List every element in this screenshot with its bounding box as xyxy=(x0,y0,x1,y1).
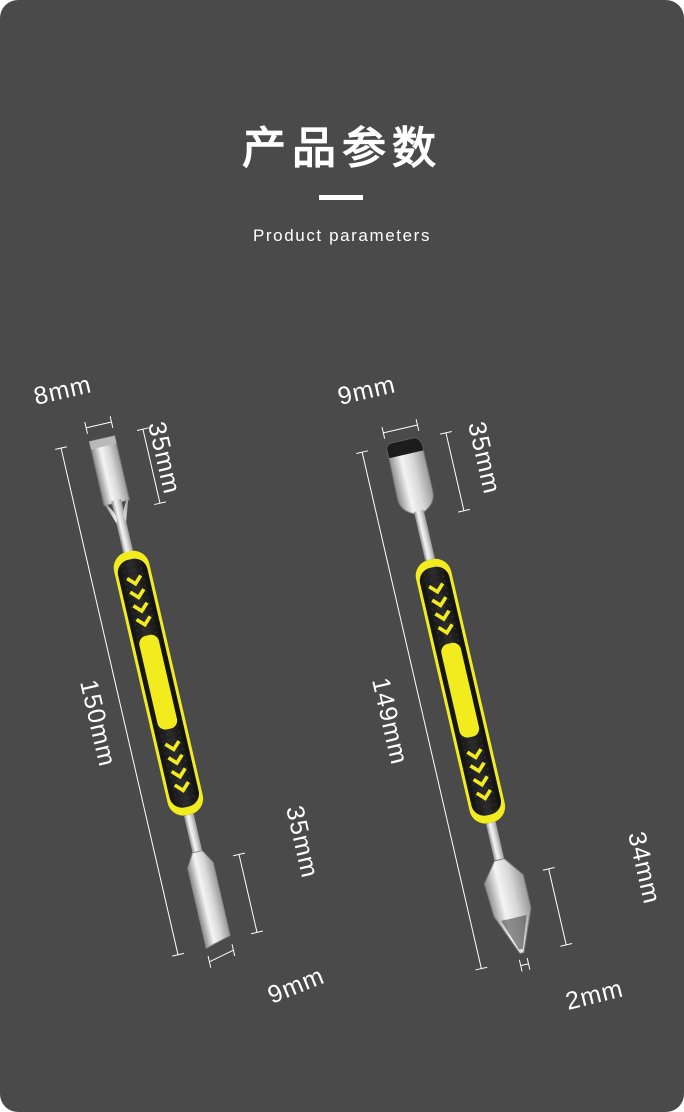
left-top-length-label: 35mm xyxy=(142,419,186,497)
right-bottom-length-label: 34mm xyxy=(622,829,666,907)
right-top-length-label: 35mm xyxy=(462,419,506,497)
left-bottom-width-label: 9mm xyxy=(264,962,329,1010)
left-tool xyxy=(55,416,263,968)
right-tool-dimension-lines xyxy=(356,419,573,972)
title-divider xyxy=(319,195,363,200)
right-tool xyxy=(356,419,573,972)
right-tool-top-blade xyxy=(386,437,435,561)
left-bottom-length-label: 35mm xyxy=(280,803,324,881)
left-tool-handle xyxy=(113,550,204,816)
page-subtitle: Product parameters xyxy=(252,226,432,245)
right-bottom-width-label: 2mm xyxy=(563,974,627,1015)
page-title: 产品参数 xyxy=(242,123,442,174)
right-total-length-label: 149mm xyxy=(366,675,413,767)
left-top-width-label: 8mm xyxy=(31,370,94,410)
left-tool-bottom-blade xyxy=(183,813,231,949)
right-top-width-label: 9mm xyxy=(335,370,398,410)
right-tool-handle xyxy=(415,558,506,824)
right-tool-bottom-blade xyxy=(483,821,532,955)
left-tool-dimension-lines xyxy=(55,416,263,968)
left-tool-top-blade xyxy=(88,435,134,555)
left-total-length-label: 150mm xyxy=(74,677,121,769)
